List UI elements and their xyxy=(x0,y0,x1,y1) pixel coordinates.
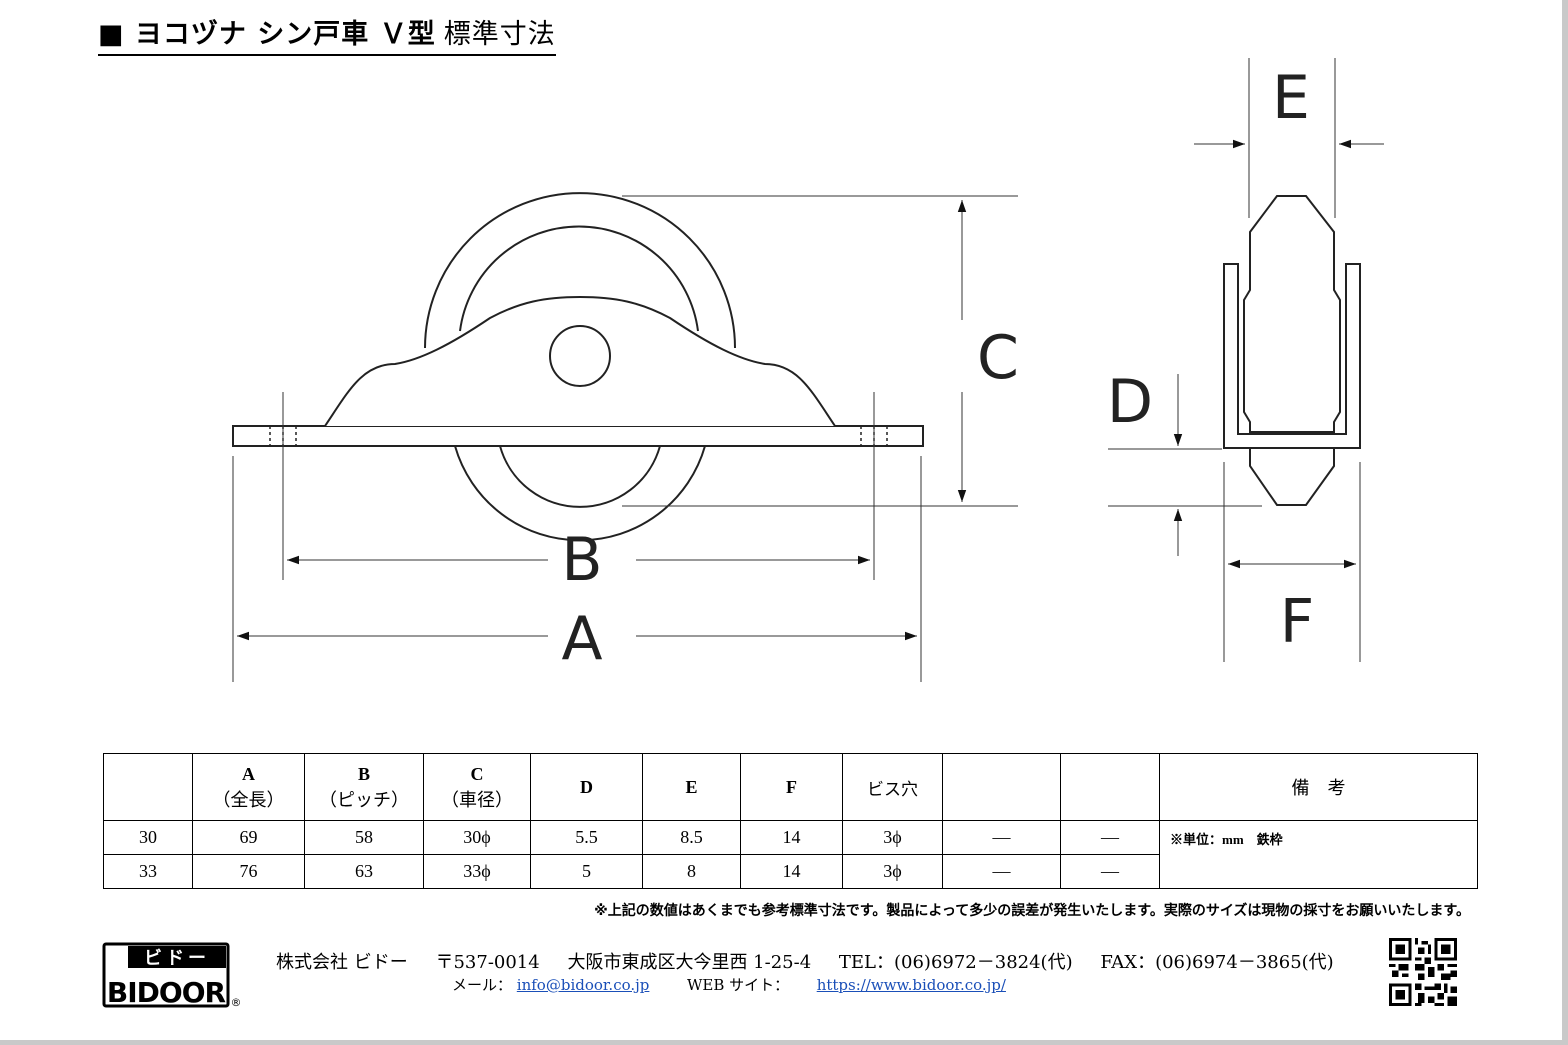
header-cell-e: E xyxy=(642,753,741,821)
company-info: 株式会社 ビドー 〒537-0014 大阪市東成区大今里西 1-25-4 TEL… xyxy=(276,948,1356,974)
cell: 3ϕ xyxy=(842,820,943,855)
dim-label-b: B xyxy=(561,525,602,595)
logo-kana: ビドー xyxy=(144,948,210,969)
remark-cell: ※単位：mm 鉄枠 xyxy=(1159,820,1478,889)
header-cell-d: D xyxy=(530,753,643,821)
header-cell-c: C（車径） xyxy=(423,753,531,821)
cell: 69 xyxy=(192,820,305,855)
cell: 30ϕ xyxy=(423,820,531,855)
postal-code: 〒537-0014 xyxy=(435,952,540,973)
header-cell-screw: ビス穴 xyxy=(842,753,943,821)
front-view xyxy=(232,192,924,542)
address: 大阪市東成区大今里西 1-25-4 xyxy=(567,952,812,973)
cell: 8 xyxy=(642,854,741,889)
logo-text: BIDOOR xyxy=(107,976,226,1009)
cell: — xyxy=(942,820,1061,855)
header-cell-b: B（ピッチ） xyxy=(304,753,424,821)
cell: 5 xyxy=(530,854,643,889)
dim-label-c: C xyxy=(977,323,1019,393)
side-view xyxy=(1223,195,1361,506)
cell: 58 xyxy=(304,820,424,855)
table-header-row: A（全長） B（ピッチ） C（車径） D E F ビス穴 備 考 xyxy=(103,753,1478,821)
cell: 5.5 xyxy=(530,820,643,855)
dim-label-f: F xyxy=(1280,587,1315,657)
title-sub: 標準寸法 xyxy=(443,19,556,50)
header-cell-empty xyxy=(942,753,1061,821)
mail-link[interactable]: info@bidoor.co.jp xyxy=(516,976,650,994)
company-name: 株式会社 ビドー xyxy=(276,952,408,973)
cell: — xyxy=(1060,854,1160,889)
dim-label-a: A xyxy=(561,604,602,674)
page-title: ■ ヨコヅナ シン戸車 Ｖ型標準寸法 xyxy=(98,16,556,56)
cell: 33 xyxy=(103,854,193,889)
tel: TEL：(06)6972－3824(代) xyxy=(838,952,1073,973)
cell: — xyxy=(1060,820,1160,855)
web-link[interactable]: https://www.bidoor.co.jp/ xyxy=(816,976,1006,994)
cell: 33ϕ xyxy=(423,854,531,889)
technical-drawing: B A C E F D xyxy=(232,58,1384,682)
cell: 3ϕ xyxy=(842,854,943,889)
cell: — xyxy=(942,854,1061,889)
header-cell xyxy=(103,753,193,821)
qr-code-icon xyxy=(1389,938,1457,1006)
cell: 30 xyxy=(103,820,193,855)
disclaimer-note: ※上記の数値はあくまでも参考標準寸法です。製品によって多少の誤差が発生いたします… xyxy=(594,903,1470,919)
cell: 8.5 xyxy=(642,820,741,855)
side-dimensions xyxy=(1108,58,1384,662)
mail-label: メール： xyxy=(452,976,513,994)
front-dimensions xyxy=(232,195,1018,682)
dim-label-d: D xyxy=(1107,367,1153,437)
cell: 14 xyxy=(740,820,843,855)
web-label: WEB サイト： xyxy=(686,976,790,994)
dim-label-e: E xyxy=(1272,63,1310,133)
registered-mark: ® xyxy=(231,996,242,1009)
header-cell-a: A（全長） xyxy=(192,753,305,821)
spec-table: A（全長） B（ピッチ） C（車径） D E F ビス穴 備 考 30 69 5… xyxy=(103,753,1478,889)
contact-info: メール： info@bidoor.co.jp WEB サイト： https://… xyxy=(452,974,1006,995)
table-row: 30 69 58 30ϕ 5.5 8.5 14 3ϕ — — ※単位：mm 鉄枠 xyxy=(103,820,1478,889)
bidoor-logo: ビドー BIDOOR ® xyxy=(102,942,242,1009)
title-main: ■ ヨコヅナ シン戸車 Ｖ型 xyxy=(98,19,436,50)
table-row: 33 76 63 33ϕ 5 8 14 3ϕ — — xyxy=(103,854,1478,889)
header-cell-f: F xyxy=(740,753,843,821)
cell: 14 xyxy=(740,854,843,889)
header-cell-empty xyxy=(1060,753,1160,821)
cell: 76 xyxy=(192,854,305,889)
header-cell-remarks: 備 考 xyxy=(1159,753,1478,821)
cell: 63 xyxy=(304,854,424,889)
fax: FAX：(06)6974－3865(代) xyxy=(1100,952,1334,973)
